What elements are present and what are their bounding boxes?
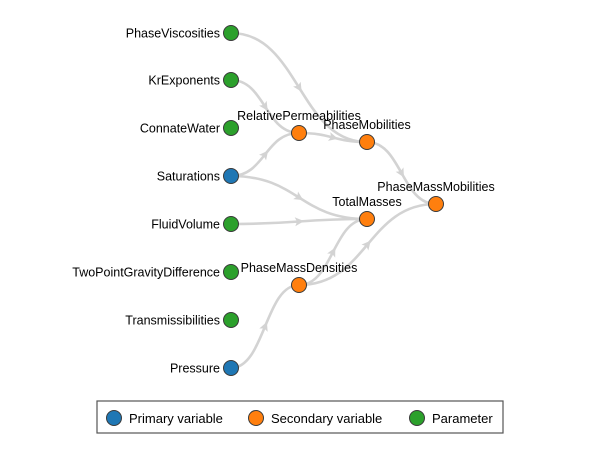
node-pressure xyxy=(223,360,239,376)
legend-primary-label: Primary variable xyxy=(129,411,223,426)
arrow-pressure-to-phase_mass_densities xyxy=(259,321,268,332)
label-two-point-gravity-difference: TwoPointGravityDifference xyxy=(72,266,220,280)
node-phase-mass-densities xyxy=(291,277,307,293)
legend-secondary-swatch xyxy=(248,410,264,426)
legend-secondary-label: Secondary variable xyxy=(271,411,382,426)
label-phase-viscosities: PhaseViscosities xyxy=(126,27,220,41)
node-saturations xyxy=(223,168,239,184)
node-kr-exponents xyxy=(223,72,239,88)
label-kr-exponents: KrExponents xyxy=(148,74,220,88)
arrow-saturations-to-relative_permeabilities xyxy=(258,150,269,161)
node-phase-viscosities xyxy=(223,25,239,41)
arrow-phase_mass_densities-to-total_masses xyxy=(327,247,336,258)
legend-frame xyxy=(96,400,504,434)
arrow-fluid_volume-to-total_masses xyxy=(294,217,304,227)
node-connate-water xyxy=(223,120,239,136)
node-fluid-volume xyxy=(223,216,239,232)
arrow-phase_viscosities-to-phase_mobilities xyxy=(293,81,302,92)
arrow-relative_permeabilities-to-phase_mobilities xyxy=(327,132,338,141)
arrow-saturations-to-total_masses xyxy=(293,191,304,201)
graph-edges xyxy=(229,31,438,370)
graph-labels: PhaseViscositiesKrExponentsConnateWaterS… xyxy=(72,27,494,376)
node-transmissibilities xyxy=(223,312,239,328)
label-transmissibilities: Transmissibilities xyxy=(125,314,220,328)
graph-nodes xyxy=(223,25,444,376)
label-connate-water: ConnateWater xyxy=(140,122,220,136)
arrow-kr_exponents-to-relative_permeabilities xyxy=(259,100,268,111)
label-saturations: Saturations xyxy=(157,170,220,184)
label-phase-mass-densities: PhaseMassDensities xyxy=(241,261,358,275)
label-fluid-volume: FluidVolume xyxy=(151,218,220,232)
node-phase-mass-mobilities xyxy=(428,196,444,212)
node-relative-permeabilities xyxy=(291,125,307,141)
label-phase-mass-mobilities: PhaseMassMobilities xyxy=(377,180,494,194)
legend-primary-swatch xyxy=(106,410,122,426)
node-phase-mobilities xyxy=(359,134,375,150)
label-total-masses: TotalMasses xyxy=(332,195,401,209)
legend-parameter-swatch xyxy=(409,410,425,426)
legend: Primary variable Secondary variable Para… xyxy=(96,400,504,434)
label-relative-permeabilities: RelativePermeabilities xyxy=(237,109,361,123)
label-pressure: Pressure xyxy=(170,362,220,376)
arrow-phase_mass_densities-to-phase_mass_mobilities xyxy=(361,240,371,251)
node-total-masses xyxy=(359,211,375,227)
arrow-phase_mobilities-to-phase_mass_mobilities xyxy=(395,167,404,178)
label-phase-mobilities: PhaseMobilities xyxy=(323,118,411,132)
node-two-point-gravity-difference xyxy=(223,264,239,280)
legend-parameter-label: Parameter xyxy=(432,411,493,426)
